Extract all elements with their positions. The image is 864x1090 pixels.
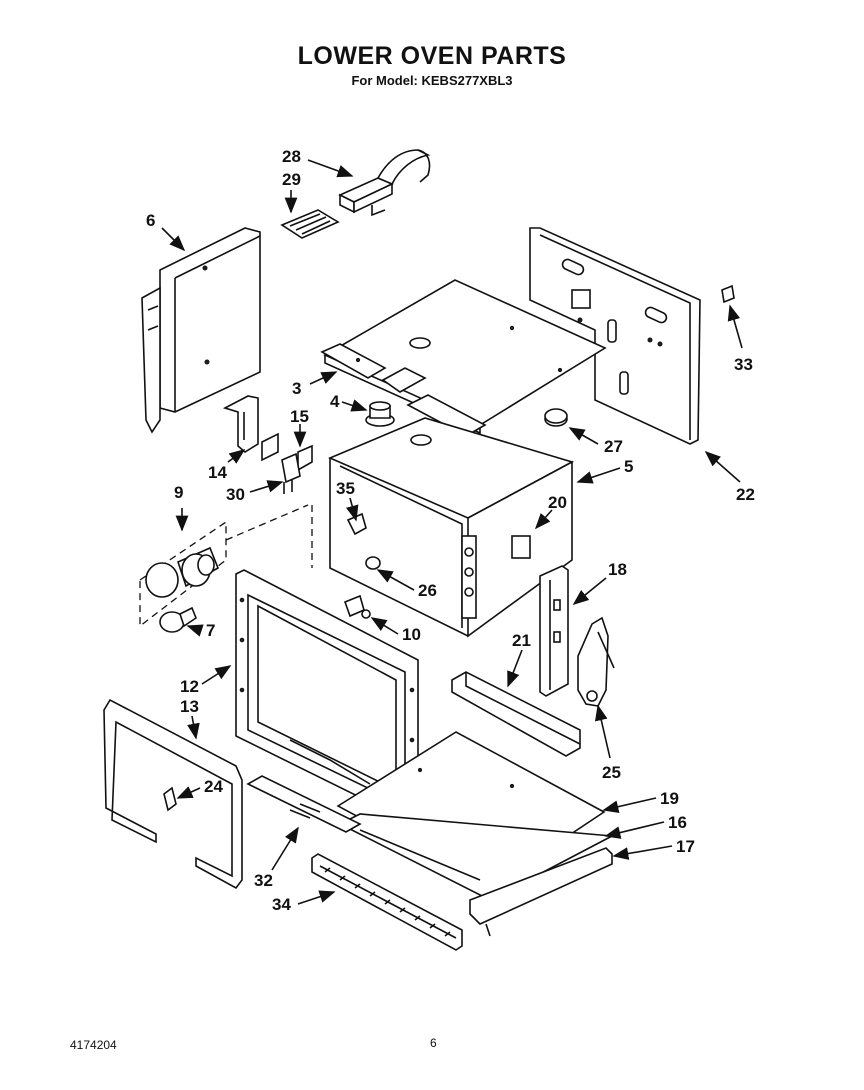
part-27-plug <box>544 408 568 427</box>
callout-27: 27 <box>604 437 623 456</box>
callout-32: 32 <box>254 871 273 890</box>
callout-12: 12 <box>180 677 199 696</box>
callout-29: 29 <box>282 170 301 189</box>
callout-25: 25 <box>602 763 621 782</box>
part-24-clip <box>163 786 177 812</box>
callout-18: 18 <box>608 560 627 579</box>
part-29-plate <box>280 209 340 239</box>
callout-16: 16 <box>668 813 687 832</box>
part-34-vent-grille <box>311 853 463 951</box>
part-30-switch <box>281 452 301 494</box>
callout-6: 6 <box>146 211 155 230</box>
callout-4: 4 <box>330 392 340 411</box>
part-6-side-panel <box>141 227 261 434</box>
callout-28: 28 <box>282 147 301 166</box>
callout-13: 13 <box>180 697 199 716</box>
page-number: 6 <box>430 1036 437 1050</box>
part-21-rail <box>451 671 581 757</box>
callout-19: 19 <box>660 789 679 808</box>
part-25-latch <box>577 616 615 707</box>
part-3-top-plate <box>320 279 607 437</box>
leader-lines <box>161 159 743 905</box>
callout-10: 10 <box>402 625 421 644</box>
part-33-clip <box>721 284 735 304</box>
part-14-bracket <box>222 395 259 453</box>
callout-14: 14 <box>208 463 227 482</box>
part-7-bulb <box>159 606 197 633</box>
callout-34: 34 <box>272 895 291 914</box>
callout-7: 7 <box>206 621 215 640</box>
part-4-sensor <box>365 401 395 427</box>
part-18-bracket <box>539 565 569 697</box>
callout-33: 33 <box>734 355 753 374</box>
part-32-lower-bracket <box>246 775 362 833</box>
callout-20: 20 <box>548 493 567 512</box>
part-9-light-assembly <box>139 504 313 628</box>
callout-30: 30 <box>226 485 245 504</box>
part-5-oven-cavity <box>327 417 575 638</box>
callout-24: 24 <box>204 777 223 796</box>
callout-35: 35 <box>336 479 355 498</box>
page-title: LOWER OVEN PARTS <box>297 42 567 70</box>
callout-22: 22 <box>736 485 755 504</box>
callout-15: 15 <box>290 407 309 426</box>
callout-21: 21 <box>512 631 531 650</box>
callout-17: 17 <box>676 837 695 856</box>
callout-5: 5 <box>624 457 633 476</box>
part-17-trim <box>469 847 613 937</box>
part-22-rear-panel <box>529 227 701 445</box>
part-13-gasket <box>103 698 243 890</box>
callout-labels: 28 29 6 33 3 4 15 27 5 14 22 30 35 20 9 … <box>146 147 755 914</box>
model-subtitle: For Model: KEBS277XBL3 <box>351 73 513 88</box>
part-28-vent-duct <box>338 149 431 217</box>
doc-number: 4174204 <box>70 1038 117 1052</box>
part-10-latch-clip <box>343 594 371 619</box>
callout-9: 9 <box>174 483 183 502</box>
callout-3: 3 <box>292 379 301 398</box>
callout-26: 26 <box>418 581 437 600</box>
